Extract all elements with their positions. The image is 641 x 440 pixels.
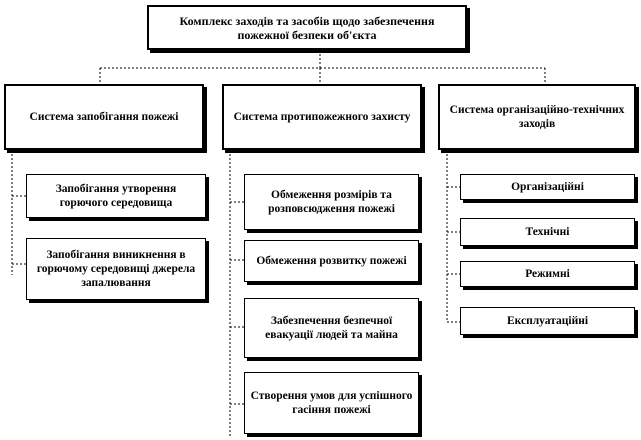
organizational-item: Технічні bbox=[460, 218, 635, 246]
root-node: Комплекс заходів та засобів щодо забезпе… bbox=[147, 5, 467, 50]
organizational-item-label: Режимні bbox=[525, 268, 570, 280]
prevention-item-label: Запобігання утворення горючого середовищ… bbox=[55, 183, 177, 209]
column-header-prevention: Система запобігання пожежі bbox=[4, 84, 204, 150]
organizational-item-label: Експлуатаційні bbox=[506, 315, 589, 327]
prevention-item-label: Запобігання виникнення в горючому середо… bbox=[36, 249, 196, 289]
organizational-item: Організаційні bbox=[460, 174, 635, 200]
prevention-item: Запобігання виникнення в горючому середо… bbox=[26, 238, 206, 300]
column-header-label: Система запобігання пожежі bbox=[29, 111, 179, 123]
organizational-item: Режимні bbox=[460, 261, 635, 287]
organizational-item-label: Організаційні bbox=[511, 181, 584, 193]
protection-item-label: Обмеження розвитку пожежі bbox=[256, 255, 407, 267]
column-header-label: Система протипожежного захисту bbox=[233, 111, 411, 123]
protection-item-label: Створення умов для успішного гасіння пож… bbox=[250, 390, 413, 416]
protection-item: Обмеження розмірів та розповсюдження пож… bbox=[244, 174, 419, 230]
protection-item: Обмеження розвитку пожежі bbox=[244, 240, 419, 282]
organizational-item: Експлуатаційні bbox=[460, 307, 635, 335]
prevention-item: Запобігання утворення горючого середовищ… bbox=[26, 174, 206, 218]
root-node-label: Комплекс заходів та засобів щодо забезпе… bbox=[179, 13, 435, 42]
column-header-label: Система організаційно-технічних заходів bbox=[449, 104, 625, 130]
protection-item: Забезпечення безпечної евакуації людей т… bbox=[244, 298, 419, 358]
protection-item-label: Забезпечення безпечної евакуації людей т… bbox=[265, 315, 398, 341]
column-header-organizational: Система організаційно-технічних заходів bbox=[438, 84, 636, 150]
column-header-protection: Система протипожежного захисту bbox=[222, 84, 422, 150]
protection-item: Створення умов для успішного гасіння пож… bbox=[244, 372, 419, 434]
organizational-item-label: Технічні bbox=[525, 226, 570, 238]
protection-item-label: Обмеження розмірів та розповсюдження пож… bbox=[268, 189, 395, 215]
